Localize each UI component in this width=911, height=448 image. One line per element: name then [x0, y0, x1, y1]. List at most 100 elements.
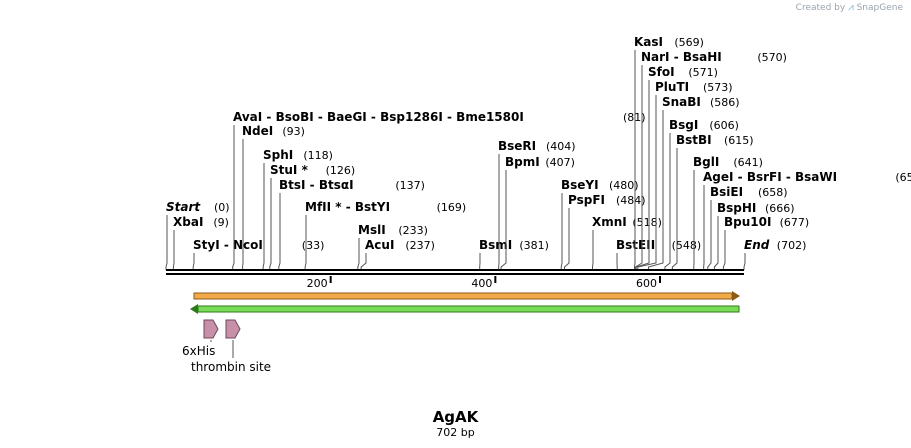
site-connector	[633, 50, 636, 270]
site-position: (233)	[398, 224, 428, 237]
site-name: End	[744, 238, 770, 252]
site-bsphi[interactable]: BspHI (666)	[713, 201, 795, 270]
site-name: BsgI	[669, 118, 698, 132]
site-name: SphI	[263, 148, 293, 162]
site-start[interactable]: Start(0)	[165, 200, 230, 270]
site-name: BspHI	[717, 201, 756, 215]
site-connector	[192, 253, 195, 270]
site-xbai[interactable]: XbaI(9)	[172, 215, 229, 270]
site-connector	[278, 193, 281, 270]
site-name: StyI - NcoI	[193, 238, 263, 252]
site-position: (169)	[437, 201, 467, 214]
orf-reverse-arrow[interactable]	[190, 304, 740, 314]
site-nari[interactable]: NarI - BsaHI(570)	[634, 50, 787, 270]
site-connector	[304, 215, 307, 270]
site-position: (606)	[709, 119, 739, 132]
feature-6xhis[interactable]: 6xHis	[182, 319, 219, 358]
site-connector	[722, 230, 726, 270]
site-position: (404)	[546, 140, 576, 153]
site-sfoi[interactable]: SfoI(571)	[635, 65, 718, 270]
site-bsiei[interactable]: BsiEI(658)	[707, 185, 788, 270]
site-msli[interactable]: MslI (233)	[357, 223, 428, 270]
site-bpmi[interactable]: BpmI(407)	[500, 155, 575, 270]
site-snabi[interactable]: SnaBI(586)	[647, 95, 740, 270]
site-end[interactable]: End (702)	[743, 238, 807, 270]
site-name: StuI *	[270, 163, 309, 177]
site-stui[interactable]: StuI *(126)	[269, 163, 355, 270]
site-name: XmnI	[592, 215, 627, 229]
site-bstbi[interactable]: BstBI (615)	[671, 133, 754, 270]
site-connector	[671, 148, 678, 270]
site-connector	[262, 163, 265, 270]
site-connector	[635, 80, 650, 270]
site-name: MfII * - BstYI	[305, 200, 390, 214]
sequence-name: AgAK	[432, 408, 479, 426]
site-name: AvaI - BsoBI - BaeGI - Bsp1286I - Bme158…	[233, 110, 524, 124]
ruler-label: 600	[636, 277, 657, 290]
site-name: BseYI	[561, 178, 599, 192]
site-name: KasI	[634, 35, 663, 49]
site-name: AgeI - BsrFI - BsaWI	[703, 170, 837, 184]
feature-arrow-icon	[203, 319, 219, 339]
site-name: PluTI	[655, 80, 689, 94]
site-connector	[232, 125, 235, 270]
site-position: (237)	[405, 239, 435, 252]
site-position: (615)	[724, 134, 754, 147]
site-mfii[interactable]: MfII * - BstYI (169)	[304, 200, 467, 270]
site-position: (9)	[213, 216, 229, 229]
site-bsmi[interactable]: BsmI(381)	[479, 238, 549, 270]
site-bseyi[interactable]: BseYI(480)	[560, 178, 639, 270]
ruler-label: 400	[471, 277, 492, 290]
site-name: BsiEI	[710, 185, 743, 199]
site-sphi[interactable]: SphI (118)	[262, 148, 333, 270]
site-bpu10i[interactable]: Bpu10I(677)	[722, 215, 809, 270]
site-name: Bpu10I	[724, 215, 771, 229]
site-pspfi[interactable]: PspFI(484)	[564, 193, 646, 270]
site-ndei[interactable]: NdeI(93)	[242, 124, 305, 270]
site-bsteii[interactable]: BstEII (548)	[616, 238, 701, 270]
site-bgli[interactable]: BglI(641)	[693, 155, 763, 270]
site-agei[interactable]: AgeI - BsrFI - BsaWI (653)	[703, 170, 911, 270]
site-name: AcuI	[365, 238, 394, 252]
site-position: (641)	[733, 156, 763, 169]
site-name: BstEII	[616, 238, 655, 252]
site-position: (548)	[672, 239, 702, 252]
feature-thrombin-site[interactable]: thrombin site	[191, 319, 271, 374]
site-position: (137)	[395, 179, 425, 192]
site-position: (518)	[632, 216, 662, 229]
site-position: (81)	[623, 111, 646, 124]
orf-forward-arrow[interactable]	[193, 291, 740, 301]
site-bsgi[interactable]: BsgI (606)	[664, 118, 739, 270]
site-position: (702)	[777, 239, 807, 252]
site-name: BstBI	[676, 133, 712, 147]
site-position: (118)	[303, 149, 333, 162]
site-connector	[560, 193, 563, 270]
site-name: MslI	[358, 223, 386, 237]
site-position: (666)	[765, 202, 795, 215]
site-connector	[357, 238, 360, 270]
site-position: (93)	[282, 125, 305, 138]
site-kasi[interactable]: KasI(569)	[633, 35, 704, 270]
site-connector	[637, 95, 657, 270]
site-connector	[707, 200, 712, 270]
ruler-label: 200	[307, 277, 328, 290]
site-name: BpmI	[505, 155, 540, 169]
site-connector	[634, 65, 643, 270]
site-pluti[interactable]: PluTI(573)	[637, 80, 733, 270]
site-name: SnaBI	[662, 95, 701, 109]
feature-arrow-icon	[225, 319, 241, 339]
site-avai[interactable]: AvaI - BsoBI - BaeGI - Bsp1286I - Bme158…	[232, 110, 646, 270]
site-styi[interactable]: StyI - NcoI (33)	[192, 238, 325, 270]
site-position: (33)	[302, 239, 325, 252]
site-btsi[interactable]: BtsI - BtsαI(137)	[278, 178, 425, 270]
site-xmni[interactable]: XmnI (518)	[592, 215, 662, 270]
site-name: NarI - BsaHI	[641, 50, 722, 64]
site-position: (653)	[895, 171, 911, 184]
site-bseri[interactable]: BseRI (404)	[498, 139, 576, 270]
site-connector	[664, 133, 671, 270]
sequence-length: 702 bp	[436, 426, 475, 439]
site-acui[interactable]: AcuI (237)	[360, 238, 435, 270]
site-name: PspFI	[568, 193, 605, 207]
site-name: BseRI	[498, 139, 536, 153]
